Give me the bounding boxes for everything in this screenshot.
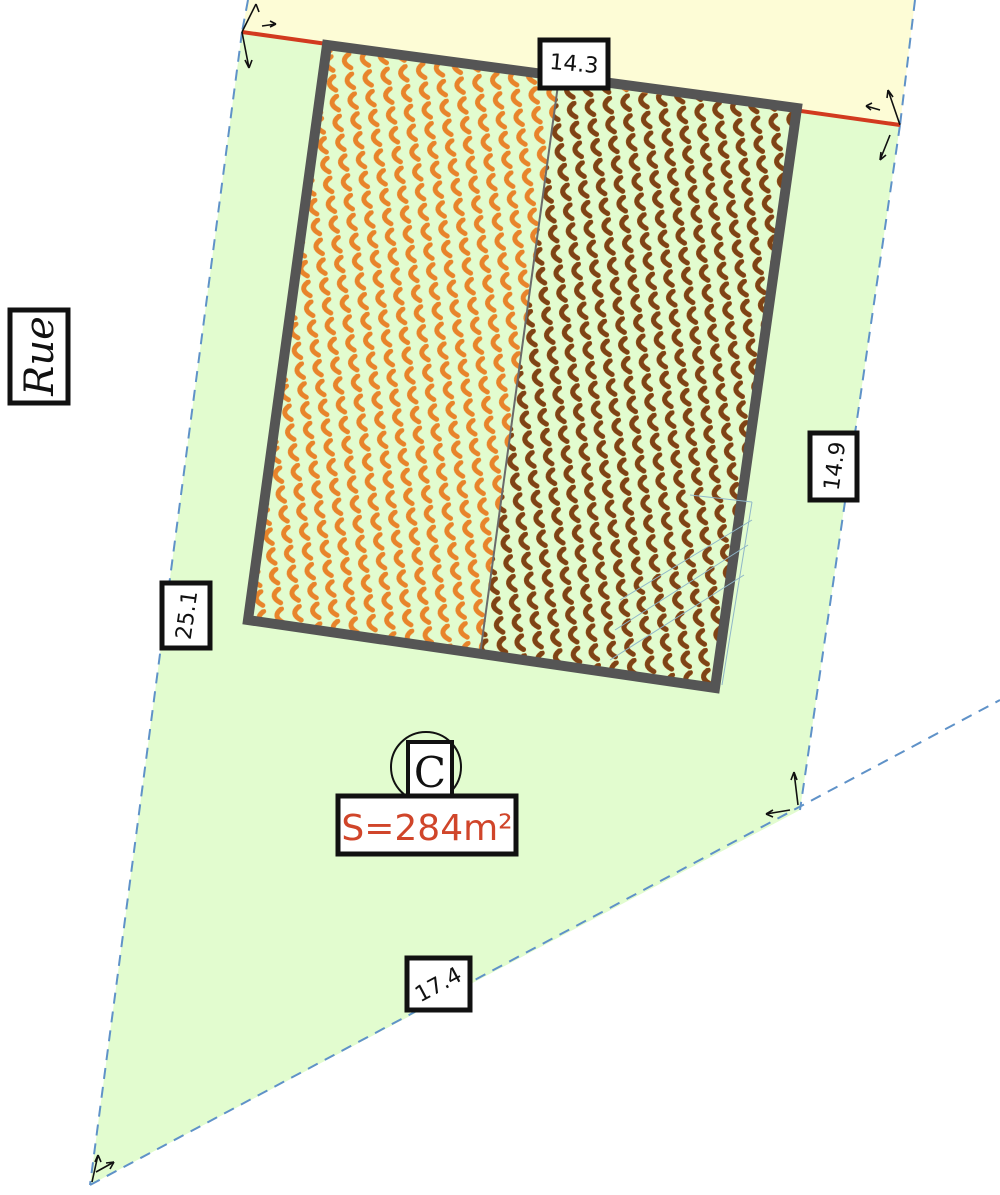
corner-arrow-icon bbox=[865, 89, 901, 161]
corner-arrow-icon bbox=[765, 771, 799, 818]
lot-letter: C bbox=[414, 748, 446, 797]
neighbor-boundary-left bbox=[241, 0, 249, 33]
boundary-left bbox=[89, 31, 243, 1186]
dimension-top-value: 14.3 bbox=[548, 50, 599, 79]
area-value: S=284m² bbox=[341, 808, 512, 849]
area-label: S=284m² bbox=[335, 793, 519, 857]
building bbox=[242, 39, 803, 694]
neighbor-boundary-right bbox=[899, 0, 916, 126]
dimension-left-label: 25.1 bbox=[159, 580, 213, 651]
dimension-top-label: 14.3 bbox=[537, 37, 611, 91]
circle-letter-icon: C bbox=[390, 731, 462, 803]
corner-arrow-icon bbox=[241, 3, 277, 69]
dimension-bottom-label: 17.4 bbox=[404, 955, 473, 1013]
building-outline bbox=[242, 39, 803, 694]
street-label: Rue bbox=[7, 307, 71, 406]
street-name: Rue bbox=[17, 316, 63, 397]
boundary-bottom bbox=[89, 699, 1000, 1186]
stair-outline bbox=[609, 494, 753, 686]
dimension-right-label: 14.9 bbox=[807, 430, 860, 503]
corner-arrow-icon bbox=[91, 1154, 115, 1183]
roof-ridge bbox=[479, 84, 559, 656]
roof-slope-east bbox=[480, 85, 797, 688]
